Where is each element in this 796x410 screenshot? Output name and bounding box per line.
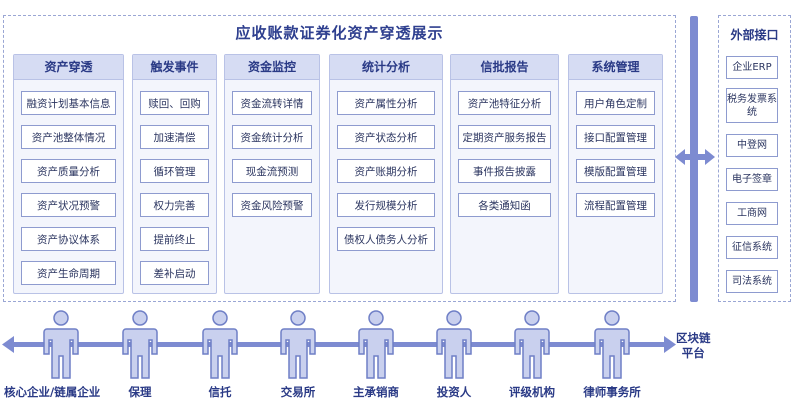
person-icon [202,310,238,379]
participant-label: 投资人 [436,385,472,399]
column-heading: 资产穿透 [14,55,123,80]
list-item[interactable]: 资产属性分析 [337,91,435,115]
external-item[interactable]: 征信系统 [726,236,778,259]
person-icon [358,310,394,379]
column-fund-monitoring: 资金监控 资金流转详情 资金统计分析 现金流预测 资金风险预警 [224,54,320,294]
left-arrow-icon [2,336,14,353]
list-item[interactable]: 资金流转详情 [232,91,312,115]
list-item[interactable]: 各类通知函 [458,193,551,217]
column-disclosure-reports: 信批报告 资产池特征分析 定期资产服务报告 事件报告披露 各类通知函 [450,54,559,294]
list-item[interactable]: 接口配置管理 [576,125,655,149]
person-icon [43,310,79,379]
column-heading: 信批报告 [451,55,558,80]
list-item[interactable]: 循环管理 [140,159,209,183]
column-statistical-analysis: 统计分析 资产属性分析 资产状态分析 资产账期分析 发行规模分析 债权人债务人分… [329,54,443,294]
list-item[interactable]: 资产协议体系 [21,227,116,251]
column-heading: 系统管理 [569,55,662,80]
person-icon [594,310,630,379]
list-item[interactable]: 资金风险预警 [232,193,312,217]
list-item[interactable]: 资金统计分析 [232,125,312,149]
external-item[interactable]: 税务发票系统 [726,88,778,123]
column-asset-penetration: 资产穿透 融资计划基本信息 资产池整体情况 资产质量分析 资产状况预警 资产协议… [13,54,124,294]
double-arrow-icon [675,149,715,165]
person-icon [280,310,316,379]
list-item[interactable]: 权力完善 [140,193,209,217]
list-item[interactable]: 定期资产服务报告 [458,125,551,149]
list-item[interactable]: 提前终止 [140,227,209,251]
participant-label: 核心企业/链属企业 [4,385,101,399]
list-item[interactable]: 资产生命周期 [21,261,116,285]
blockchain-line [2,310,676,379]
person-icon [514,310,550,379]
external-item[interactable]: 企业ERP [726,56,778,79]
list-item[interactable]: 资产账期分析 [337,159,435,183]
external-item[interactable]: 电子签章 [726,168,778,191]
column-trigger-events: 触发事件 赎回、回购 加速清偿 循环管理 权力完善 提前终止 差补启动 [132,54,217,294]
external-item[interactable]: 中登网 [726,134,778,157]
main-panel-frame [3,15,676,302]
page-title: 应收账款证券化资产穿透展示 [235,24,444,42]
participant-label: 评级机构 [509,385,555,399]
column-system-management: 系统管理 用户角色定制 接口配置管理 模版配置管理 流程配置管理 [568,54,663,294]
list-item[interactable]: 加速清偿 [140,125,209,149]
column-heading: 触发事件 [133,55,216,80]
participant-label: 律师事务所 [583,385,641,399]
platform-label-line: 区块链 [676,331,711,345]
participant-label: 主承销商 [353,385,399,399]
participant-label: 交易所 [280,385,316,399]
external-item[interactable]: 司法系统 [726,270,778,293]
platform-label: 区块链 平台 [676,331,711,361]
external-panel-frame [718,15,791,302]
column-heading: 统计分析 [330,55,442,80]
list-item[interactable]: 资产状况预警 [21,193,116,217]
list-item[interactable]: 资产质量分析 [21,159,116,183]
external-title: 外部接口 [730,28,779,42]
list-item[interactable]: 现金流预测 [232,159,312,183]
list-item[interactable]: 资产池整体情况 [21,125,116,149]
participant-label: 保理 [128,385,152,399]
list-item[interactable]: 债权人债务人分析 [337,227,435,251]
participant-label: 信托 [208,385,232,399]
external-item[interactable]: 工商网 [726,202,778,225]
blockchain-bar [10,342,666,347]
list-item[interactable]: 事件报告披露 [458,159,551,183]
list-item[interactable]: 资产状态分析 [337,125,435,149]
list-item[interactable]: 发行规模分析 [337,193,435,217]
column-heading: 资金监控 [225,55,319,80]
platform-label-line: 平台 [681,346,705,360]
list-item[interactable]: 用户角色定制 [576,91,655,115]
person-icon [436,310,472,379]
right-arrow-icon [664,336,676,353]
list-item[interactable]: 模版配置管理 [576,159,655,183]
list-item[interactable]: 赎回、回购 [140,91,209,115]
list-item[interactable]: 融资计划基本信息 [21,91,116,115]
list-item[interactable]: 流程配置管理 [576,193,655,217]
list-item[interactable]: 资产池特征分析 [458,91,551,115]
person-icon [122,310,158,379]
list-item[interactable]: 差补启动 [140,261,209,285]
